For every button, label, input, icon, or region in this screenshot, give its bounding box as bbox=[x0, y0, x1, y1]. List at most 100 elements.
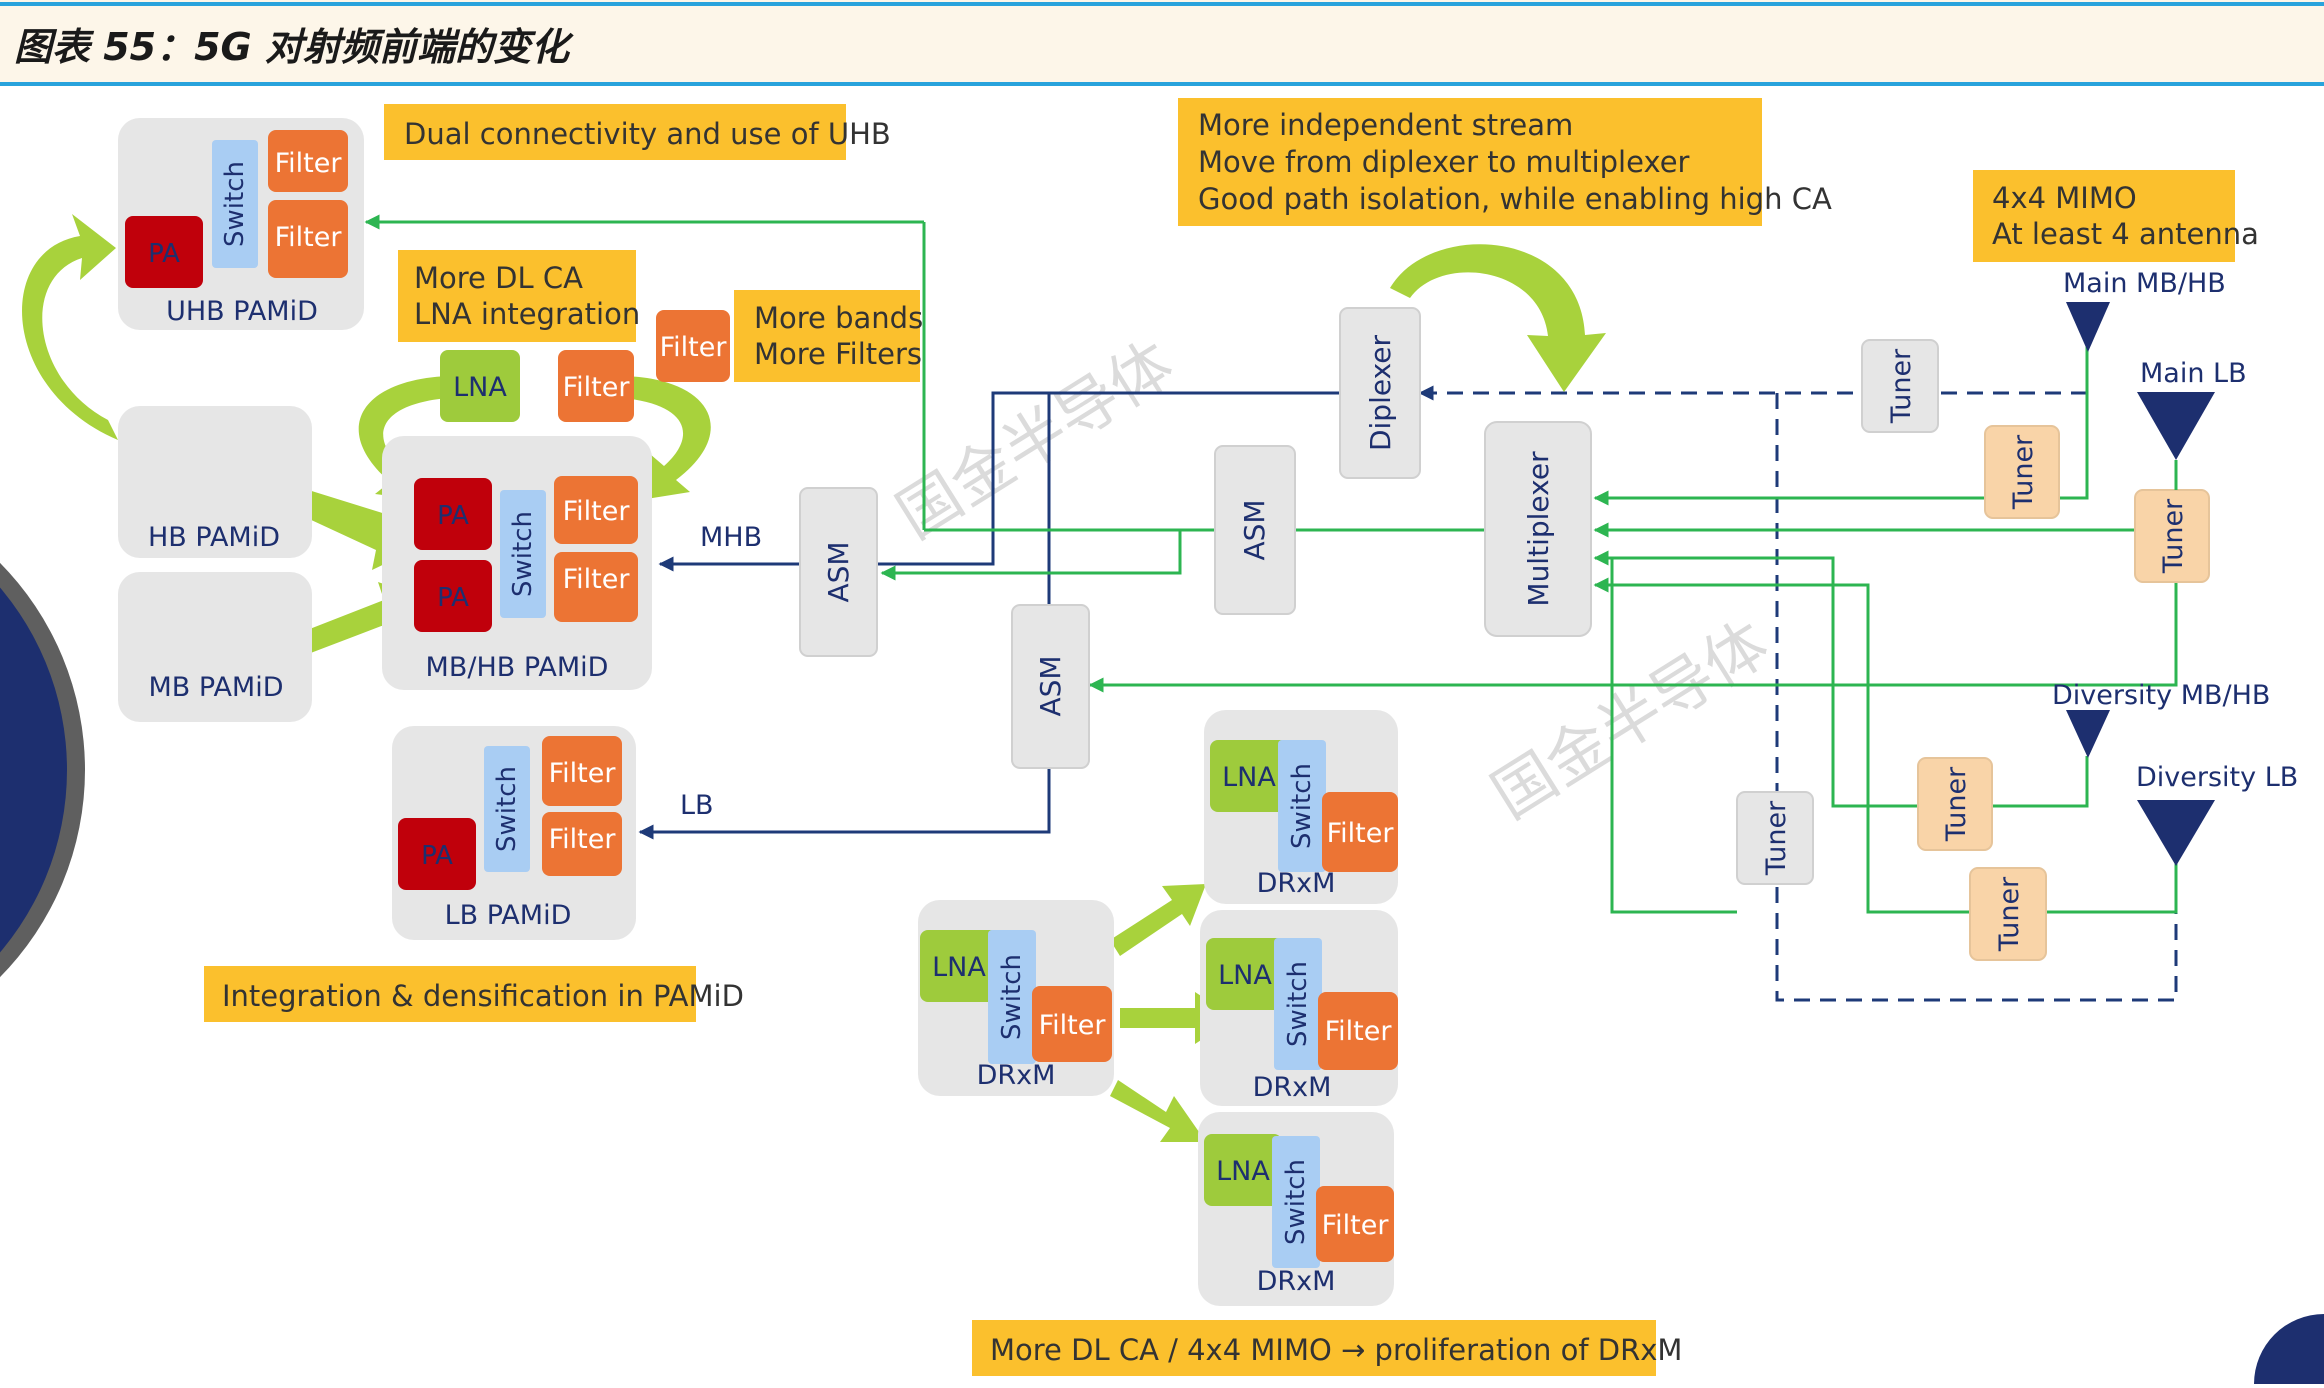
svg-text:Filter: Filter bbox=[275, 222, 343, 253]
svg-text:Filter: Filter bbox=[563, 564, 631, 595]
switch-block bbox=[500, 490, 546, 618]
svg-text:Diplexer: Diplexer bbox=[1364, 334, 1397, 451]
line-tuner-e-to-mux bbox=[1610, 685, 1737, 914]
svg-text:Dual connectivity and use of U: Dual connectivity and use of UHB bbox=[404, 117, 891, 151]
svg-text:Filter: Filter bbox=[660, 332, 728, 363]
drxm-bottom: LNA Switch Filter DRxM bbox=[1198, 1112, 1394, 1306]
lna-block bbox=[920, 930, 998, 1002]
switch-block bbox=[484, 746, 530, 872]
svg-text:Integration & densification in: Integration & densification in PAMiD bbox=[222, 979, 744, 1013]
svg-text:PA: PA bbox=[437, 583, 469, 613]
svg-text:PA: PA bbox=[437, 501, 469, 531]
switch-block bbox=[988, 930, 1036, 1064]
note-dlca: More DL CA LNA integration bbox=[398, 250, 640, 342]
svg-text:Diversity MB/HB: Diversity MB/HB bbox=[2052, 680, 2270, 711]
svg-text:Switch: Switch bbox=[997, 954, 1027, 1040]
line-asm-to-lb bbox=[638, 768, 1051, 840]
svg-text:PA: PA bbox=[421, 841, 453, 871]
svg-text:Filter: Filter bbox=[1327, 818, 1395, 849]
pa-block bbox=[125, 216, 203, 288]
svg-text:Tuner: Tuner bbox=[1886, 348, 1917, 424]
hb-pamid: HB PAMiD bbox=[118, 406, 312, 558]
filter-block bbox=[1316, 1186, 1394, 1262]
svg-text:More bands: More bands bbox=[754, 301, 923, 335]
line-main-mbhb-down bbox=[2058, 340, 2089, 500]
filter-block-bands: Filter bbox=[656, 310, 730, 382]
label-lb: LB bbox=[680, 790, 714, 821]
figure-title: 图表 55：5G 对射频前端的变化 bbox=[14, 25, 574, 69]
mb-pamid: MB PAMiD bbox=[118, 572, 312, 722]
note-integration: Integration & densification in PAMiD bbox=[204, 966, 744, 1022]
curved-arrow-lna-right bbox=[622, 376, 711, 500]
svg-text:LNA: LNA bbox=[1218, 960, 1272, 991]
svg-text:More DL CA / 4x4 MIMO → prolif: More DL CA / 4x4 MIMO → proliferation of… bbox=[990, 1333, 1682, 1367]
svg-text:Main MB/HB: Main MB/HB bbox=[2063, 268, 2226, 299]
switch-block bbox=[1278, 740, 1326, 872]
svg-text:Switch: Switch bbox=[1287, 763, 1317, 849]
tuner-gray-left: Tuner bbox=[1736, 791, 1814, 885]
filter-block bbox=[268, 130, 348, 192]
pa-block bbox=[414, 560, 492, 632]
tuner-main-lb: Tuner bbox=[2134, 489, 2210, 583]
filter-block bbox=[1318, 992, 1398, 1070]
svg-text:LNA: LNA bbox=[1216, 1156, 1270, 1187]
pa-block bbox=[414, 478, 492, 550]
svg-text:Switch: Switch bbox=[508, 511, 538, 597]
note-dual: Dual connectivity and use of UHB bbox=[384, 104, 891, 160]
note-proliferation: More DL CA / 4x4 MIMO → proliferation of… bbox=[972, 1320, 1682, 1376]
svg-text:DRxM: DRxM bbox=[977, 1060, 1056, 1091]
svg-text:At least 4 antenna: At least 4 antenna bbox=[1992, 217, 2259, 251]
svg-text:Filter: Filter bbox=[1039, 1010, 1107, 1041]
multiplexer-block: Multiplexer bbox=[1484, 421, 1592, 637]
svg-text:PA: PA bbox=[148, 239, 180, 269]
filter-block bbox=[554, 552, 638, 622]
lna-block bbox=[1206, 938, 1284, 1010]
svg-text:LB PAMiD: LB PAMiD bbox=[445, 900, 572, 931]
svg-text:Tuner: Tuner bbox=[1994, 876, 2025, 952]
header-bar: 图表 55：5G 对射频前端的变化 bbox=[0, 0, 2324, 86]
svg-text:DRxM: DRxM bbox=[1257, 1266, 1336, 1297]
switch-block bbox=[212, 140, 258, 268]
svg-text:Filter: Filter bbox=[563, 496, 631, 527]
asm-block: ASM bbox=[1214, 445, 1296, 615]
left-circle-decoration bbox=[0, 562, 85, 978]
svg-text:ASM: ASM bbox=[822, 541, 855, 602]
filter-block bbox=[1032, 986, 1112, 1062]
svg-text:LNA: LNA bbox=[932, 952, 986, 983]
svg-text:MB/HB PAMiD: MB/HB PAMiD bbox=[426, 652, 609, 683]
line-dashed-loop bbox=[1775, 393, 2178, 1002]
svg-text:More independent stream: More independent stream bbox=[1198, 108, 1573, 142]
svg-text:LNA: LNA bbox=[1222, 762, 1276, 793]
svg-text:Switch: Switch bbox=[1281, 1159, 1311, 1245]
svg-text:Filter: Filter bbox=[1325, 1016, 1393, 1047]
svg-text:Filter: Filter bbox=[549, 824, 617, 855]
svg-text:ASM: ASM bbox=[1034, 655, 1067, 716]
svg-text:More DL CA: More DL CA bbox=[414, 261, 583, 295]
diplexer-block: Diplexer bbox=[1339, 307, 1421, 479]
note-stream: More independent stream Move from diplex… bbox=[1178, 98, 1832, 226]
svg-text:Filter: Filter bbox=[549, 758, 617, 789]
svg-text:ASM: ASM bbox=[1238, 499, 1271, 560]
line-div-mbhb-to-mux bbox=[1593, 550, 2089, 808]
pa-block bbox=[398, 818, 476, 890]
note-mimo: 4x4 MIMO At least 4 antenna bbox=[1973, 170, 2259, 262]
svg-text:Switch: Switch bbox=[220, 161, 250, 247]
svg-text:Move from diplexer to multiple: Move from diplexer to multiplexer bbox=[1198, 145, 1690, 179]
filter-block bbox=[554, 476, 638, 544]
svg-text:Tuner: Tuner bbox=[2008, 434, 2039, 510]
svg-text:Filter: Filter bbox=[275, 148, 343, 179]
svg-text:DRxM: DRxM bbox=[1257, 868, 1336, 899]
svg-text:Filter: Filter bbox=[563, 372, 631, 403]
svg-text:Tuner: Tuner bbox=[2158, 498, 2189, 574]
filter-block-top: Filter bbox=[558, 350, 634, 422]
svg-text:HB PAMiD: HB PAMiD bbox=[148, 522, 280, 553]
line-div-lb-to-mux bbox=[1593, 577, 2178, 914]
tuner-div-lb: Tuner bbox=[1969, 867, 2047, 961]
lna-block bbox=[1204, 1134, 1282, 1206]
arrow-drxm-to-bottom bbox=[1110, 1080, 1206, 1142]
line-tuner-b-to-asm3 bbox=[1088, 575, 2178, 693]
connections bbox=[364, 214, 2178, 1002]
svg-text:UHB PAMiD: UHB PAMiD bbox=[166, 296, 318, 327]
svg-text:Multiplexer: Multiplexer bbox=[1522, 451, 1555, 607]
curved-arrow-lna-left bbox=[358, 376, 448, 500]
